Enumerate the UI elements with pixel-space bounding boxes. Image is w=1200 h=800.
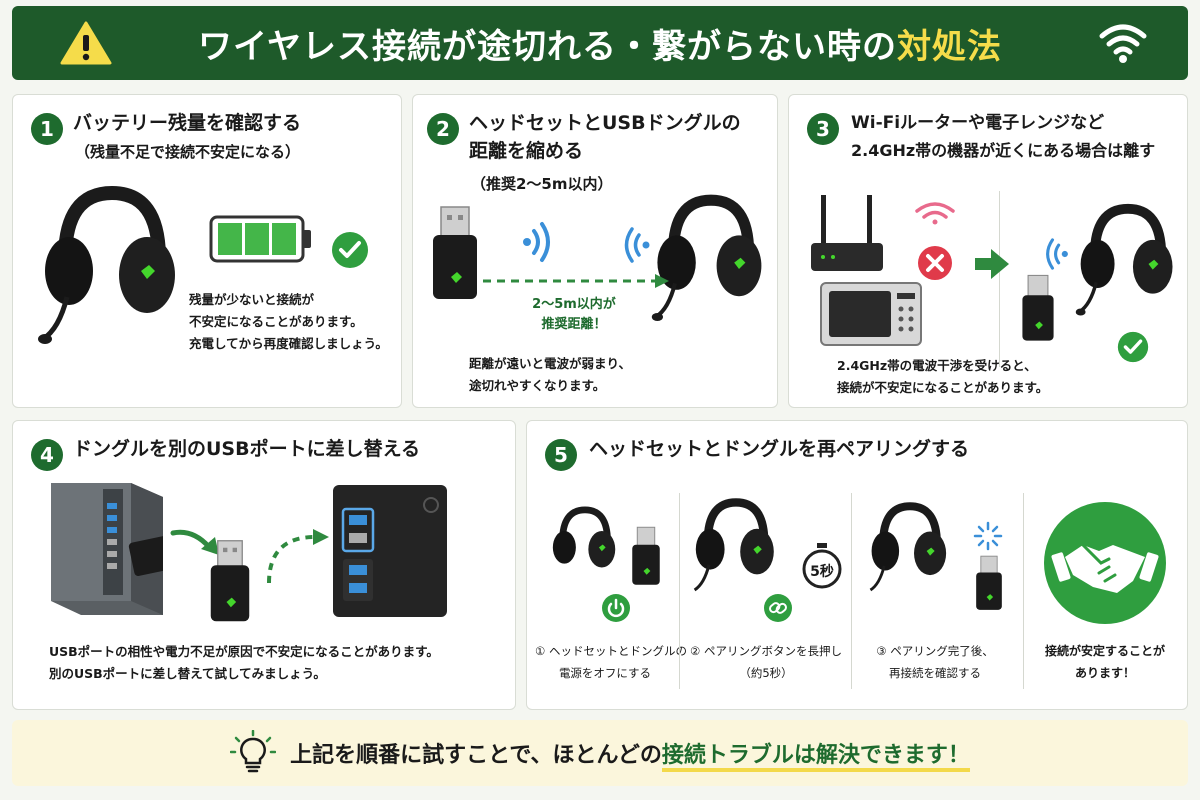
page-header: ワイヤレス接続が途切れる・繋がらない時の対処法 (12, 6, 1188, 80)
step2-desc-1: 距離が遠いと電波が弱まり、 (469, 356, 632, 371)
link-icon (764, 594, 792, 622)
handshake-icon (1044, 502, 1166, 624)
lightbulb-icon (230, 730, 277, 773)
step3-title-2: 2.4GHz帯の機器が近くにある場合は離す (851, 141, 1156, 160)
step5-card: 5 ヘッドセットとドングルを再ペアリングする ① ヘッドセットとドングルの 電源… (526, 420, 1188, 710)
step3-card: 3 Wi-Fiルーターや電子レンジなど 2.4GHz帯の機器が近くにある場合は離… (788, 94, 1188, 408)
signal-waves-icon (1046, 238, 1068, 270)
distance-label-1: 2〜5m以内が (532, 297, 616, 312)
step4-desc-2: 別のUSBポートに差し替えて試してみましょう。 (49, 666, 326, 681)
headset-image (38, 185, 175, 344)
check-icon (1117, 331, 1149, 363)
usb-dongle-image (210, 540, 250, 622)
step1-title: バッテリー残量を確認する (73, 112, 302, 134)
step5-sub4-2: あります！ (1074, 666, 1135, 680)
usb-port-device-image (333, 485, 447, 617)
footer-banner: 上記を順番に試すことで、ほとんどの接続トラブルは解決できます！ (12, 720, 1188, 786)
footer-text-main: 上記を順番に試すことで、ほとんどの (290, 743, 662, 768)
step5-sub1-1: ① ヘッドセットとドングルの (535, 644, 687, 658)
step1-desc-2: 不安定になることがあります。 (189, 314, 363, 329)
usb-dongle-image (632, 526, 660, 585)
headset-image (552, 506, 616, 568)
step5-divider-3 (1023, 493, 1024, 689)
sparkle-icon (973, 521, 1003, 551)
step1-desc-3: 充電してから再度確認しましょう。 (189, 336, 388, 351)
step5-sub3-2: 再接続を確認する (889, 666, 981, 680)
step4-card: 4 ドングルを別のUSBポートに差し替える USBポートの相性や電力不足が原因で… (12, 420, 516, 710)
dashed-arrow (267, 529, 329, 584)
pc-tower-image (51, 483, 163, 615)
step3-divider (999, 191, 1000, 367)
footer-text: 上記を順番に試すことで、ほとんどの接続トラブルは解決できます！ (290, 737, 970, 772)
step3-desc-1: 2.4GHz帯の電波干渉を受けると、 (837, 358, 1037, 373)
step2-desc-2: 途切れやすくなります。 (469, 378, 606, 393)
step2-subtitle: （推奨2〜5m以内） (471, 175, 613, 193)
step3-desc-2: 接続が不安定になることがあります。 (837, 380, 1049, 395)
title-main: ワイヤレス接続が途切れる・繋がらない時の (198, 26, 897, 67)
title-highlight: 対処法 (896, 26, 1002, 67)
router-image (811, 195, 883, 271)
step5-title: ヘッドセットとドングルを再ペアリングする (589, 438, 970, 460)
arrow-right-icon (975, 249, 1009, 279)
step1-subtitle: （残量不足で接続不安定になる） (75, 143, 301, 161)
signal-waves-icon (523, 222, 550, 262)
weak-signal-icon (915, 202, 955, 225)
step5-divider-2 (851, 493, 852, 689)
page-title: ワイヤレス接続が途切れる・繋がらない時の対処法 (198, 19, 1002, 68)
step5-sub1-2: 電源をオフにする (558, 666, 652, 680)
step3-number: 3 (807, 113, 839, 145)
battery-full-icon (209, 215, 311, 263)
step5-sub2-1: ② ペアリングボタンを長押し (690, 644, 842, 658)
step5-sub2-2: （約5秒） (739, 666, 793, 680)
power-icon (602, 594, 630, 622)
distance-arrow (483, 274, 669, 288)
signal-waves-icon (624, 227, 650, 263)
timer-label: 5秒 (810, 564, 834, 580)
step5-number: 5 (545, 439, 577, 471)
timer-icon (802, 543, 842, 589)
arrow-curved-icon (170, 529, 219, 555)
footer-text-highlight: 接続トラブルは解決できます！ (661, 743, 970, 772)
headset-image (1075, 203, 1173, 316)
step2-card: 2 ヘッドセットとUSBドングルの 距離を縮める （推奨2〜5m以内） 2〜5m… (412, 94, 778, 408)
wifi-icon (1099, 24, 1147, 63)
error-x-icon (918, 246, 952, 280)
microwave-image (820, 282, 922, 346)
step5-divider-1 (679, 493, 680, 689)
step2-title-1: ヘッドセットとUSBドングルの (469, 112, 741, 134)
step2-title-2: 距離を縮める (469, 140, 584, 162)
step3-title-1: Wi-Fiルーターや電子レンジなど (851, 113, 1105, 133)
step4-title: ドングルを別のUSBポートに差し替える (73, 438, 421, 460)
usb-dongle-image (1022, 274, 1054, 341)
headset-image (693, 498, 774, 592)
distance-label-2: 推奨距離！ (541, 317, 607, 332)
step4-desc-1: USBポートの相性や電力不足が原因で不安定になることがあります。 (49, 644, 439, 659)
usb-dongle-image (433, 206, 477, 299)
step2-number: 2 (427, 113, 459, 145)
step1-number: 1 (31, 113, 63, 145)
check-icon (332, 232, 368, 268)
step5-sub3-1: ③ ペアリング完了後、 (876, 644, 994, 658)
usb-dongle-image (976, 555, 1002, 610)
step4-number: 4 (31, 439, 63, 471)
step1-desc-1: 残量が少ないと接続が (189, 292, 315, 307)
headset-image (651, 194, 762, 321)
headset-image (869, 502, 947, 592)
step1-card: 1 バッテリー残量を確認する （残量不足で接続不安定になる） 残量が少ないと接続… (12, 94, 402, 408)
step5-sub4-1: 接続が安定することが (1044, 644, 1165, 658)
warning-icon (60, 21, 112, 65)
